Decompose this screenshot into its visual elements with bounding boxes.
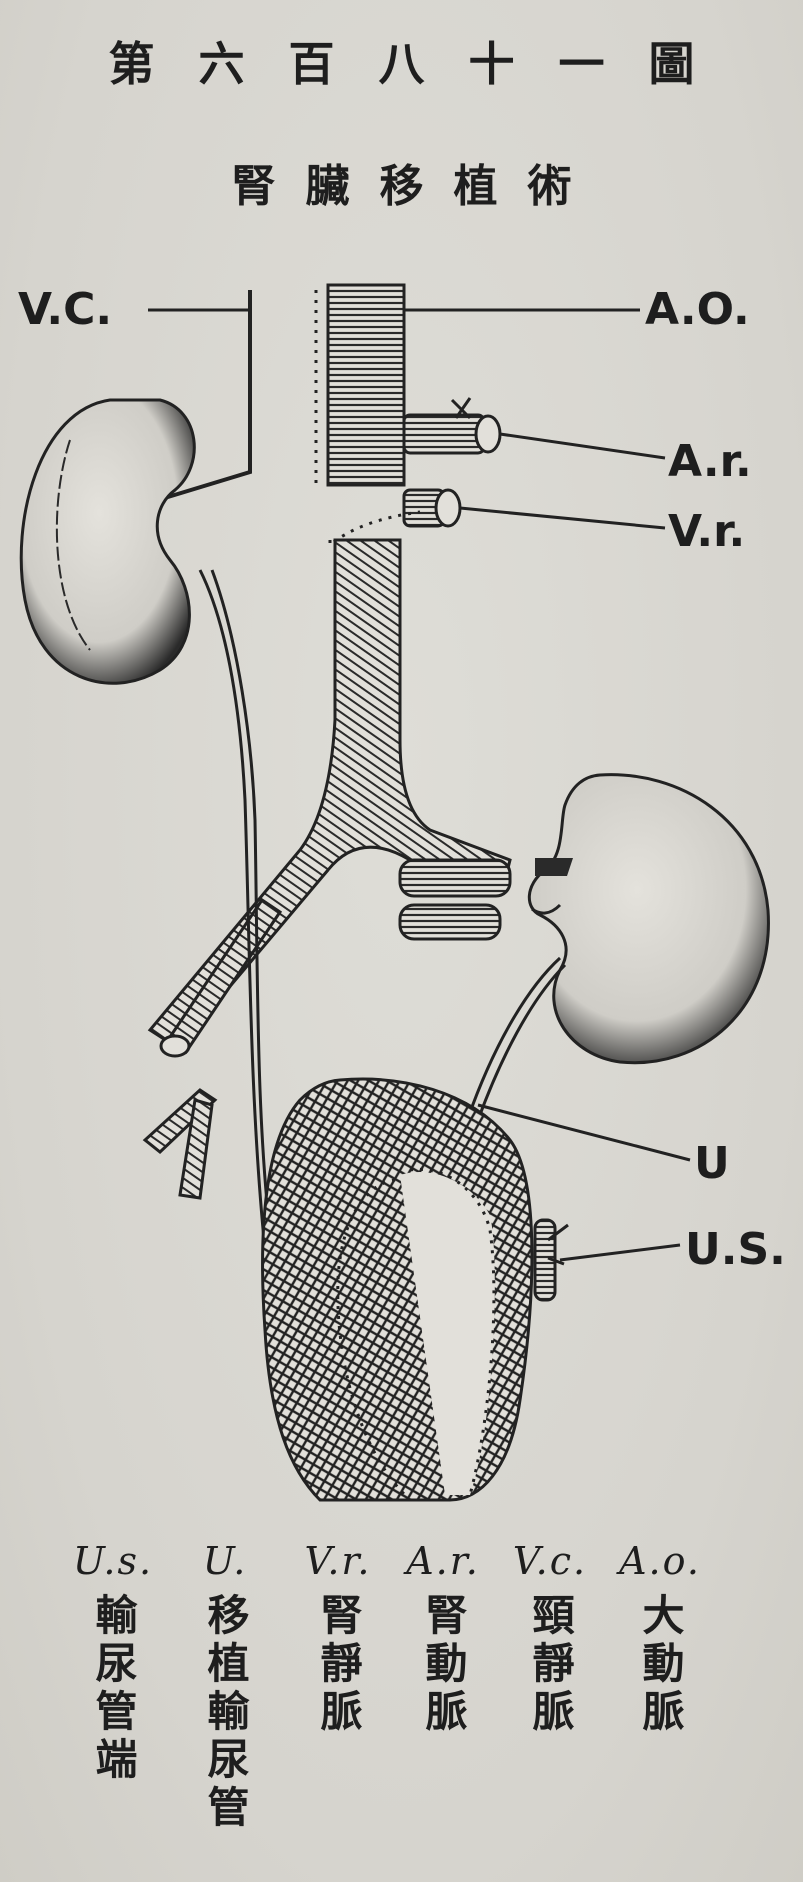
legend-abbr: U. — [170, 1535, 280, 1587]
bladder — [263, 1079, 532, 1500]
label-vc: V.C. — [18, 288, 112, 332]
legend-abbr: U.s. — [58, 1535, 168, 1587]
leader-us — [560, 1245, 680, 1260]
legend-name: 輸尿管端 — [92, 1593, 134, 1785]
transplanted-kidney — [529, 775, 768, 1063]
legend-item: V.r. 腎靜脈 — [283, 1535, 393, 1741]
legend-name: 頸靜脈 — [529, 1593, 571, 1737]
legend-item: U.s. 輸尿管端 — [58, 1535, 168, 1789]
legend: A.o. 大動脈 V.c. 頸靜脈 A.r. 腎動脈 V.r. 腎靜脈 U. 移… — [0, 1535, 803, 1882]
anastomosis-stumps — [400, 860, 510, 939]
label-ao: A.O. — [645, 288, 750, 332]
leader-ar — [500, 434, 665, 458]
aorta-upper — [316, 285, 404, 485]
transplanted-ureter — [468, 958, 565, 1120]
legend-item: A.r. 腎動脈 — [388, 1535, 498, 1741]
legend-name: 腎靜脈 — [317, 1593, 359, 1737]
legend-name: 大動脈 — [639, 1593, 681, 1737]
label-us: U.S. — [685, 1228, 786, 1272]
renal-artery-stump — [404, 398, 500, 453]
legend-name: 腎動脈 — [422, 1593, 464, 1737]
legend-name: 移植輸尿管 — [204, 1593, 246, 1833]
aorta-main — [150, 512, 510, 1048]
legend-abbr: V.c. — [495, 1535, 605, 1587]
renal-vein-stump — [404, 490, 460, 526]
legend-item: V.c. 頸靜脈 — [495, 1535, 605, 1741]
native-kidney — [21, 400, 194, 683]
legend-abbr: A.o. — [605, 1535, 715, 1587]
legend-item: U. 移植輸尿管 — [170, 1535, 280, 1837]
label-ar: A.r. — [668, 440, 752, 484]
label-vr: V.r. — [668, 510, 745, 554]
legend-abbr: A.r. — [388, 1535, 498, 1587]
legend-abbr: V.r. — [283, 1535, 393, 1587]
leader-vr — [460, 508, 665, 528]
legend-item: A.o. 大動脈 — [605, 1535, 715, 1741]
label-u: U — [694, 1142, 730, 1186]
